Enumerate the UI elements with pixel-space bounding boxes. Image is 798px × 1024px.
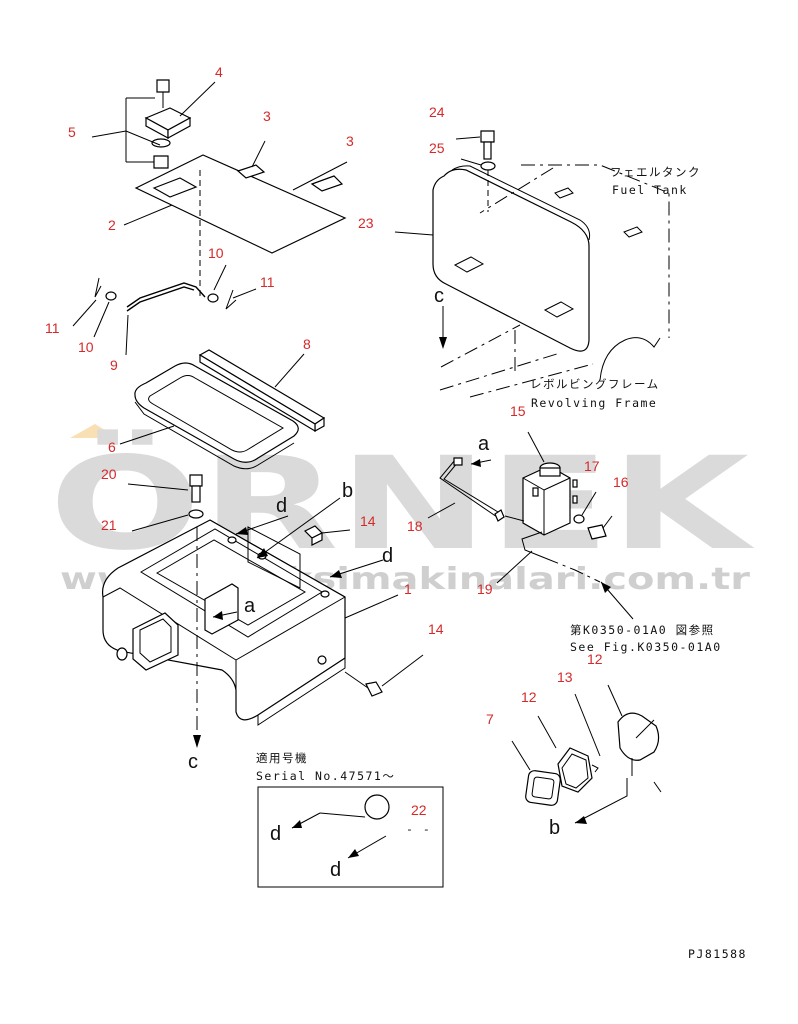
callout-2: 2 [108, 217, 116, 233]
callout-1: 1 [404, 581, 412, 597]
callout-15: 15 [510, 403, 526, 419]
callout-11b: 11 [260, 274, 275, 290]
ref-letter-a-tank: a [478, 433, 490, 455]
callout-4: 4 [215, 64, 223, 80]
callout-22: 22 [411, 802, 427, 818]
ref-letter-d-serial-1: d [270, 823, 281, 845]
callout-12a: 12 [587, 651, 603, 667]
callout-25: 25 [429, 140, 445, 156]
callout-5: 5 [68, 124, 76, 140]
cover-plate [123, 140, 348, 296]
fuel-tank [394, 164, 670, 398]
bolt-14-upper [303, 525, 351, 546]
ref-letter-a-box: a [244, 595, 256, 617]
box-arrows [193, 497, 384, 748]
ref-letter-d-box-1: d [276, 495, 287, 517]
callout-13: 13 [557, 669, 573, 685]
serial-detail-box [257, 786, 444, 888]
lamp-assembly [511, 684, 662, 824]
callout-7: 7 [486, 711, 494, 727]
bolt-20 [127, 474, 204, 532]
ref-letter-b-lamp: b [549, 817, 560, 839]
annotations: フェエルタンク Fuel Tank レボルビングフレーム Revolving F… [256, 165, 747, 961]
callout-16: 16 [613, 474, 629, 490]
bolt-24 [455, 130, 496, 212]
note-revolving-frame-en: Revolving Frame [531, 396, 657, 410]
callout-3b: 3 [346, 133, 354, 149]
callout-10a: 10 [208, 245, 224, 261]
watermark-accent-mark [70, 424, 118, 438]
rubber-bar [198, 349, 326, 433]
callout-11a: 11 [45, 320, 60, 336]
callout-12b: 12 [521, 689, 537, 705]
callout-14a: 14 [360, 513, 376, 529]
callout-numbers: 1 2 3 3 4 5 6 7 8 9 10 10 11 11 12 12 13… [45, 64, 629, 818]
callout-6: 6 [108, 439, 116, 455]
seal-frame [119, 362, 299, 470]
ref-letter-c-box: c [188, 751, 198, 773]
note-serial-en: Serial No.47571〜 [256, 769, 395, 783]
callout-3a: 3 [263, 108, 271, 124]
washer-tank [427, 431, 634, 620]
callout-24: 24 [429, 104, 445, 120]
note-fuel-tank-jp: フェエルタンク [610, 165, 701, 179]
callout-23: 23 [358, 215, 374, 231]
callout-14b: 14 [428, 621, 444, 637]
ref-letter-d-box-2: d [382, 545, 393, 567]
clamp-assembly [91, 79, 216, 169]
ref-letter-c-tank: c [434, 285, 444, 307]
callout-17: 17 [584, 458, 600, 474]
note-serial-jp: 適用号機 [256, 751, 308, 765]
bolt-14-lower [344, 654, 424, 697]
box-body [101, 519, 399, 726]
callout-9: 9 [110, 357, 118, 373]
tank-arrow-c [439, 306, 447, 349]
callout-20: 20 [101, 466, 117, 482]
note-revolving-frame-jp: レボルビングフレーム [530, 377, 660, 391]
note-see-fig-en: See Fig.K0350-01A0 [570, 640, 722, 654]
reference-letters: a a b b c c d d d d [188, 285, 560, 881]
ref-letter-b-box: b [342, 480, 353, 502]
callout-8: 8 [303, 336, 311, 352]
callout-10b: 10 [78, 339, 94, 355]
callout-21: 21 [101, 517, 117, 533]
callout-19: 19 [477, 581, 493, 597]
ref-letter-d-serial-2: d [330, 859, 341, 881]
drawing-code: PJ81588 [688, 947, 747, 961]
callout-18: 18 [407, 518, 423, 534]
note-dash-mark: - - [406, 822, 431, 836]
note-fuel-tank-en: Fuel Tank [612, 183, 688, 197]
note-see-fig-jp: 第K0350-01A0 図参照 [570, 623, 715, 637]
latch-rod [72, 264, 257, 356]
